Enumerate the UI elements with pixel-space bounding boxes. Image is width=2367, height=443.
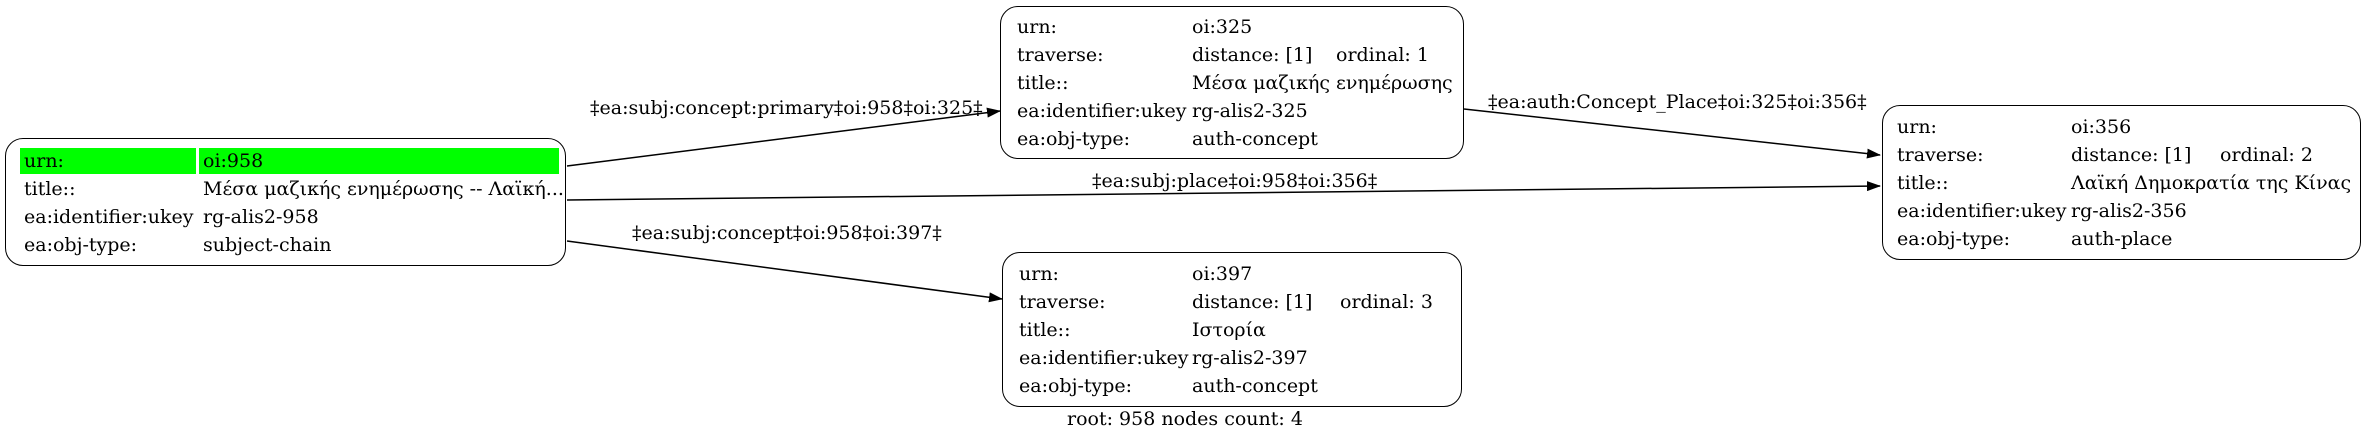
row-value: rg-alis2-356 — [2071, 200, 2187, 222]
node-oi-397[interactable]: urn: oi:397 traverse: distance: [1] ordi… — [1002, 252, 1462, 407]
row-value: subject-chain — [203, 234, 332, 256]
edge-label-958-397: ‡ea:subj:concept‡oi:958‡oi:397‡ — [632, 222, 942, 244]
row-urn: urn: oi:325 — [1001, 14, 1463, 40]
node-oi-325[interactable]: urn: oi:325 traverse: distance: [1] ordi… — [1000, 6, 1464, 159]
row-title: title:: Μέσα μαζικής ενημέρωσης -- Λαϊκή… — [6, 176, 565, 202]
row-traverse: traverse: distance: [1] ordinal: 1 — [1001, 42, 1463, 68]
row-traverse: traverse: distance: [1] ordinal: 3 — [1003, 289, 1461, 315]
row-title: title:: Μέσα μαζικής ενημέρωσης — [1001, 70, 1463, 96]
row-value: Μέσα μαζικής ενημέρωσης -- Λαϊκή... — [203, 178, 564, 200]
row-key: title:: — [1019, 319, 1071, 341]
node-oi-958[interactable]: urn: oi:958 title:: Μέσα μαζικής ενημέρω… — [5, 138, 566, 266]
row-value: auth-concept — [1192, 375, 1318, 397]
graph-summary: root: 958 nodes count: 4 — [1067, 408, 1303, 430]
row-key: title:: — [1897, 172, 1949, 194]
row-obj-type: ea:obj-type: auth-place — [1883, 226, 2360, 252]
row-title: title:: Λαϊκή Δημοκρατία της Κίνας — [1883, 170, 2360, 196]
row-key: ea:obj-type: — [1019, 375, 1133, 397]
row-value: auth-place — [2071, 228, 2173, 250]
edge-label-325-356: ‡ea:auth:Concept_Place‡oi:325‡oi:356‡ — [1488, 91, 1867, 113]
row-key: ea:identifier:ukey — [1017, 100, 1187, 122]
row-key: urn: — [20, 148, 196, 174]
row-urn: urn: oi:958 — [6, 148, 565, 174]
row-value: distance: [1] — [1192, 44, 1313, 66]
row-ordinal: ordinal: 1 — [1336, 44, 1429, 66]
row-value: rg-alis2-325 — [1192, 100, 1308, 122]
row-value: oi:958 — [199, 148, 559, 174]
row-ordinal: ordinal: 3 — [1340, 291, 1433, 313]
row-urn: urn: oi:397 — [1003, 261, 1461, 287]
row-value: oi:397 — [1192, 263, 1253, 285]
row-value: auth-concept — [1192, 128, 1318, 150]
row-value: Ιστορία — [1192, 319, 1266, 341]
row-key: urn: — [1897, 116, 1937, 138]
row-key: title:: — [1017, 72, 1069, 94]
row-identifier: ea:identifier:ukey rg-alis2-397 — [1003, 345, 1461, 371]
row-ordinal: ordinal: 2 — [2220, 144, 2313, 166]
row-value: rg-alis2-397 — [1192, 347, 1308, 369]
edge-325-356 — [1463, 108, 1881, 159]
row-key: ea:identifier:ukey — [1019, 347, 1189, 369]
row-obj-type: ea:obj-type: auth-concept — [1003, 373, 1461, 399]
edge-label-958-356: ‡ea:subj:place‡oi:958‡oi:356‡ — [1092, 170, 1378, 192]
row-identifier: ea:identifier:ukey rg-alis2-958 — [6, 204, 565, 230]
row-key: ea:obj-type: — [1017, 128, 1131, 150]
row-key: ea:obj-type: — [24, 234, 138, 256]
row-value: oi:325 — [1192, 16, 1253, 38]
row-value: Μέσα μαζικής ενημέρωσης — [1192, 72, 1453, 94]
edge-958-356 — [566, 181, 1881, 201]
row-key: urn: — [1019, 263, 1059, 285]
row-key: traverse: — [1897, 144, 1984, 166]
edge-958-325 — [566, 107, 1001, 167]
row-value: Λαϊκή Δημοκρατία της Κίνας — [2071, 172, 2352, 194]
row-identifier: ea:identifier:ukey rg-alis2-325 — [1001, 98, 1463, 124]
edge-958-397 — [566, 240, 1003, 303]
row-key: ea:identifier:ukey — [24, 206, 194, 228]
row-value: distance: [1] — [2071, 144, 2192, 166]
row-identifier: ea:identifier:ukey rg-alis2-356 — [1883, 198, 2360, 224]
row-key: urn: — [1017, 16, 1057, 38]
row-title: title:: Ιστορία — [1003, 317, 1461, 343]
row-value: distance: [1] — [1192, 291, 1313, 313]
row-key: ea:identifier:ukey — [1897, 200, 2067, 222]
row-value: rg-alis2-958 — [203, 206, 319, 228]
row-obj-type: ea:obj-type: subject-chain — [6, 232, 565, 258]
row-urn: urn: oi:356 — [1883, 114, 2360, 140]
row-key: ea:obj-type: — [1897, 228, 2011, 250]
row-obj-type: ea:obj-type: auth-concept — [1001, 126, 1463, 152]
row-key: traverse: — [1019, 291, 1106, 313]
node-oi-356[interactable]: urn: oi:356 traverse: distance: [1] ordi… — [1882, 105, 2361, 260]
row-key: traverse: — [1017, 44, 1104, 66]
row-traverse: traverse: distance: [1] ordinal: 2 — [1883, 142, 2360, 168]
row-key: title:: — [24, 178, 76, 200]
edge-label-958-325: ‡ea:subj:concept:primary‡oi:958‡oi:325‡ — [590, 97, 983, 119]
row-value: oi:356 — [2071, 116, 2132, 138]
